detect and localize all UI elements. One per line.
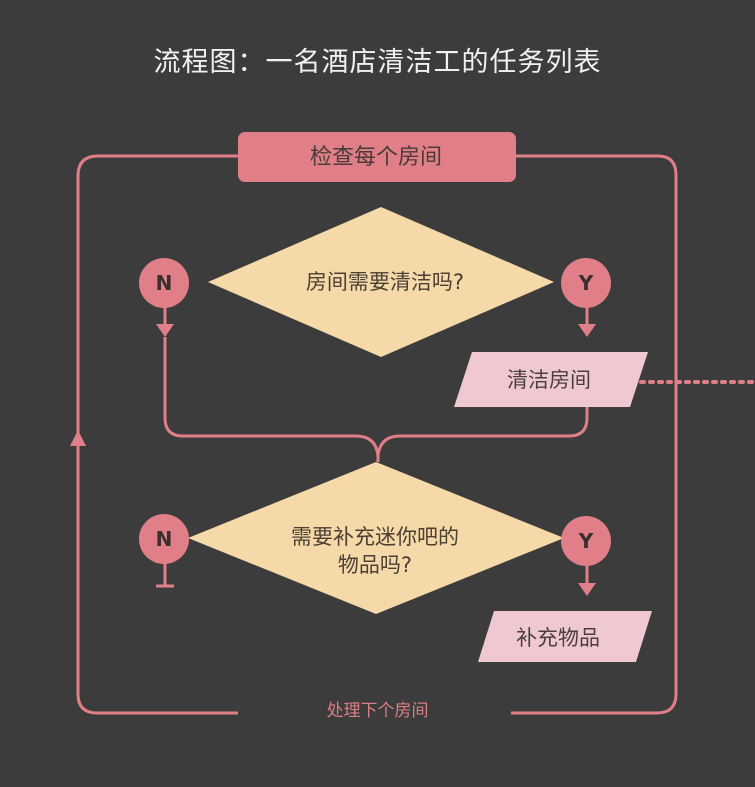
yes-badge-1 [561, 258, 611, 308]
loop-label: 处理下个房间 [326, 701, 429, 721]
yes-badge-2 [561, 516, 611, 566]
start-label: 检查每个房间 [309, 145, 442, 170]
page-title: 流程图：一名酒店清洁工的任务列表 [153, 47, 602, 78]
no-badge-2 [139, 514, 189, 564]
decision-minibar-restock-line-2: 物品吗? [337, 553, 413, 578]
decision-minibar-restock-line-1: 需要补充迷你吧的 [291, 525, 459, 549]
process-restock-label: 补充物品 [516, 626, 600, 650]
no-branch-arrow-1 [156, 324, 174, 337]
no-badge-1-label: N [155, 271, 173, 295]
process-clean-room [454, 352, 648, 407]
loop-connector-right [511, 154, 678, 715]
process-restock [478, 611, 652, 662]
decision-minibar-restock-label: 需要补充迷你吧的 物品吗? [240, 523, 510, 580]
decision-room-clean [208, 207, 554, 357]
merge-connector-right [376, 407, 589, 457]
yes-badge-2-label: Y [578, 529, 594, 553]
decision-minibar-restock [188, 462, 564, 614]
loop-arrow-up [70, 430, 86, 446]
no-badge-2-label: N [155, 527, 173, 551]
process-clean-room-label: 清洁房间 [507, 368, 591, 392]
start-box [238, 132, 516, 182]
yes-badge-1-label: Y [578, 271, 594, 295]
merge-connector-left [163, 337, 380, 462]
no-badge-1 [139, 258, 189, 308]
decision-room-clean-label: 房间需要清洁吗? [305, 270, 465, 294]
yes-branch-arrow-2 [578, 583, 596, 596]
yes-branch-arrow-1 [578, 324, 596, 337]
